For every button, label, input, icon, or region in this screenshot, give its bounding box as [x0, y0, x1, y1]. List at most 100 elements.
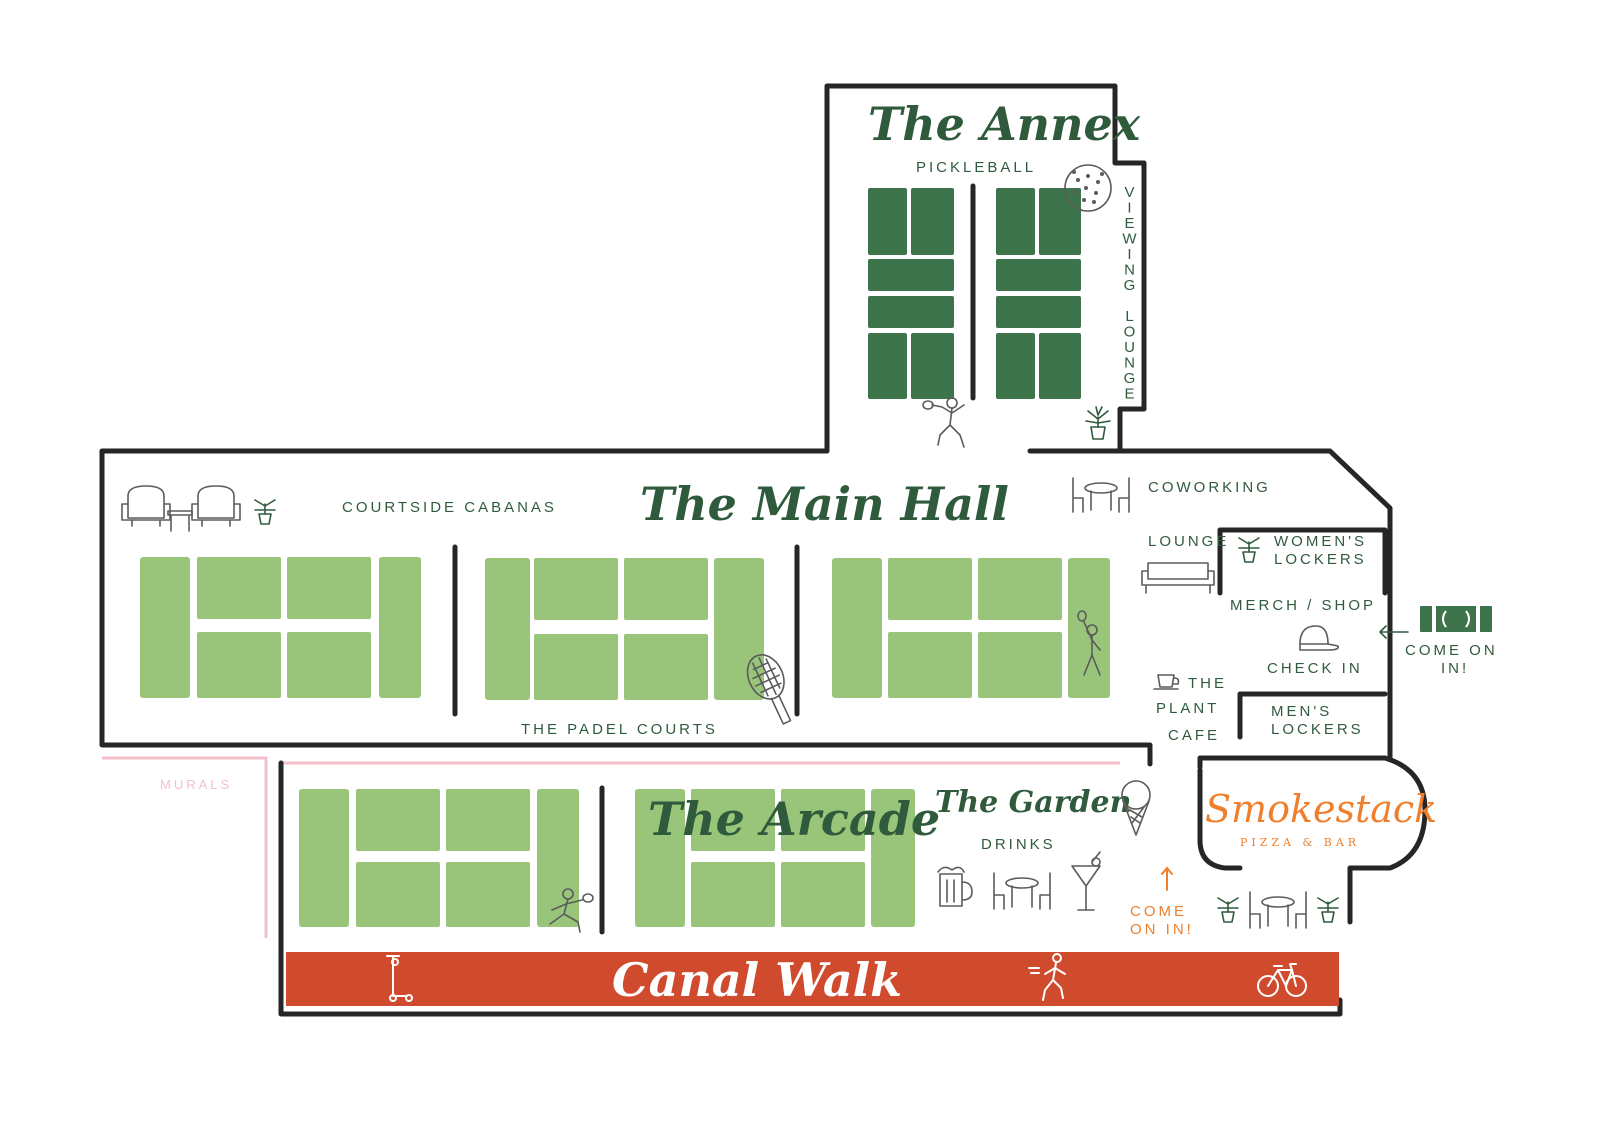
bicycle-icon	[1257, 963, 1307, 997]
murals-label: MURALS	[160, 777, 232, 792]
plant-icon	[254, 499, 276, 525]
table-chairs-icon	[993, 872, 1051, 910]
murals-border	[102, 756, 268, 938]
plant-cafe-label-2: PLANT	[1156, 700, 1219, 717]
pickleball-court	[911, 333, 954, 399]
padel-court	[140, 557, 190, 698]
pickleball-court	[868, 188, 907, 255]
runner-icon	[1028, 953, 1066, 1001]
pickleball-court	[996, 296, 1081, 328]
building-walls	[99, 83, 1428, 1017]
cocktail-icon	[1071, 851, 1101, 911]
womens-lockers-walls	[1217, 527, 1388, 596]
arcade-court	[356, 862, 440, 927]
arcade-court	[446, 789, 530, 851]
lounge-label: LOUNGE	[1148, 533, 1229, 550]
padel-court	[624, 558, 708, 620]
smokestack-logo: Smokestack	[1205, 787, 1437, 831]
padel-court	[888, 632, 972, 698]
arcade-title: The Arcade	[648, 792, 940, 846]
player-icon	[922, 397, 965, 448]
pickleball-court	[996, 188, 1035, 255]
annex-walls	[824, 83, 1147, 454]
plant-cafe-label-3: CAFE	[1168, 727, 1220, 744]
padel-court	[534, 634, 618, 700]
coworking-label: COWORKING	[1148, 479, 1271, 496]
padel-court	[1068, 558, 1110, 698]
arcade-court	[691, 789, 775, 851]
table-chairs-icon	[1072, 477, 1130, 513]
arcade-court	[691, 862, 775, 927]
come-on-in-bottom-label-2: ON IN!	[1130, 921, 1194, 938]
main-hall-title: The Main Hall	[640, 477, 1009, 531]
cap-icon	[1299, 625, 1340, 651]
padel-court	[287, 557, 371, 619]
arcade-court	[356, 789, 440, 851]
pickleball-court	[868, 333, 907, 399]
plant-icon	[1217, 897, 1239, 923]
courtside-cabanas-label: COURTSIDE CABANAS	[342, 499, 557, 516]
pickleball-court	[1039, 333, 1081, 399]
padel-court	[534, 558, 618, 620]
arcade-court	[537, 789, 579, 927]
padel-courts-3	[832, 558, 1110, 698]
plant-icon	[1085, 406, 1111, 440]
garden-title: The Garden	[935, 785, 1131, 820]
player-icon	[1077, 610, 1101, 676]
padel-racket-icon	[746, 654, 792, 725]
padel-court	[714, 558, 764, 700]
check-in-label: CHECK IN	[1267, 660, 1363, 677]
pickleball-label: PICKLEBALL	[916, 159, 1036, 176]
smokestack-walls	[1197, 755, 1428, 925]
padel-court	[624, 634, 708, 700]
beer-mug-icon	[937, 866, 973, 907]
arcade-court	[446, 862, 530, 927]
pickleball-court	[996, 333, 1035, 399]
plant-icon	[1238, 537, 1260, 563]
padel-court	[978, 632, 1062, 698]
pickleball-court	[868, 259, 954, 291]
arcade-courts-2	[635, 789, 915, 927]
smokestack-tagline: PIZZA & BAR	[1240, 836, 1360, 849]
drinks-label: DRINKS	[981, 836, 1056, 853]
arcade-court	[635, 789, 685, 927]
padel-court	[197, 557, 281, 619]
plant-icon	[1317, 897, 1339, 923]
sofa-icon	[1141, 562, 1215, 594]
armchair-icon	[121, 485, 171, 527]
pickleball-court	[996, 259, 1081, 291]
arrow-left-icon	[1379, 625, 1409, 639]
table-chairs-icon	[1249, 891, 1307, 929]
arcade-court	[299, 789, 349, 927]
mens-lockers-label: MEN'S	[1271, 703, 1332, 720]
coffee-cup-icon	[1153, 674, 1180, 690]
arcade-court	[781, 862, 865, 927]
padel-court	[978, 558, 1062, 620]
arcade-courts-1	[299, 789, 579, 927]
padel-court	[485, 558, 530, 700]
pickleball-court	[868, 296, 954, 328]
entrance-door-icon	[1420, 606, 1492, 632]
annex-title: The Annex	[868, 97, 1141, 151]
mens-lockers-label-2: LOCKERS	[1271, 721, 1364, 738]
padel-courts-label: THE PADEL COURTS	[521, 721, 718, 738]
plant-cafe-label-1: THE	[1188, 675, 1227, 692]
pickleball-court	[911, 188, 954, 255]
pickleball-court	[1039, 188, 1081, 255]
pickleball-icon	[1064, 164, 1112, 212]
padel-court	[379, 557, 421, 698]
mens-lockers-walls	[1237, 691, 1388, 740]
side-table-icon	[167, 510, 193, 532]
padel-court	[832, 558, 882, 698]
ice-cream-icon	[1121, 780, 1151, 836]
padel-courts-1	[140, 557, 421, 698]
arrow-up-icon	[1161, 866, 1173, 891]
padel-court	[197, 632, 281, 698]
come-on-in-bottom-label: COME	[1130, 903, 1187, 920]
arcade-court	[871, 789, 915, 927]
womens-lockers-label: WOMEN'S	[1274, 533, 1367, 550]
padel-court	[287, 632, 371, 698]
